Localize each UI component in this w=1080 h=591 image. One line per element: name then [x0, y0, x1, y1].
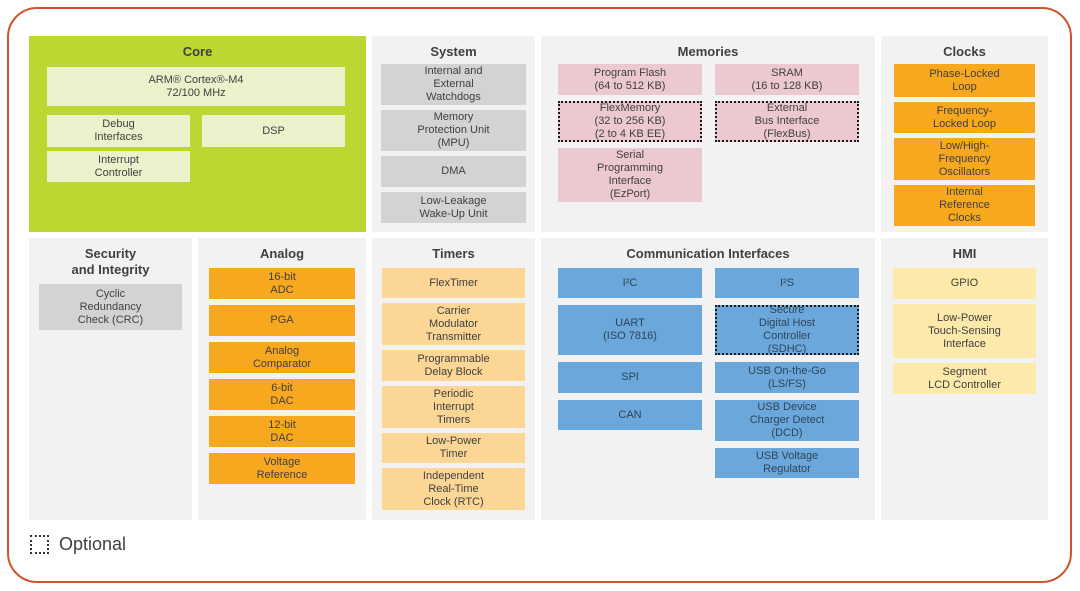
block-gpio: GPIO: [893, 268, 1036, 299]
block-dma: DMA: [381, 156, 526, 187]
section-timers: Timers FlexTimer Carrier Modulator Trans…: [372, 238, 535, 520]
legend-optional: Optional: [30, 534, 126, 555]
block-dsp: DSP: [202, 115, 345, 147]
section-core-title: Core: [182, 44, 213, 59]
block-pit: Periodic Interrupt Timers: [382, 386, 525, 428]
section-clocks-title: Clocks: [943, 44, 986, 59]
section-hmi-title: HMI: [952, 246, 977, 261]
block-debug-interfaces: Debug Interfaces: [47, 115, 190, 147]
section-clocks: Clocks Phase-Locked Loop Frequency- Lock…: [881, 36, 1048, 232]
block-can: CAN: [558, 400, 702, 430]
block-cmt: Carrier Modulator Transmitter: [382, 303, 525, 345]
block-lptmr: Low-Power Timer: [382, 433, 525, 463]
block-ezport: Serial Programming Interface (EzPort): [558, 148, 702, 202]
block-oscillators: Low/High- Frequency Oscillators: [894, 138, 1035, 180]
block-i2s: I²S: [715, 268, 859, 298]
block-llwu: Low-Leakage Wake-Up Unit: [381, 192, 526, 223]
block-arm-cortex-m4: ARM® Cortex®-M4 72/100 MHz: [47, 67, 345, 106]
section-hmi: HMI GPIO Low-Power Touch-Sensing Interfa…: [881, 238, 1048, 520]
block-sram: SRAM (16 to 128 KB): [715, 64, 859, 95]
block-voltage-reference: Voltage Reference: [209, 453, 355, 484]
section-memories: Memories Program Flash (64 to 512 KB) Fl…: [541, 36, 875, 232]
block-usb-otg: USB On-the-Go (LS/FS): [715, 362, 859, 393]
block-watchdogs: Internal and External Watchdogs: [381, 64, 526, 105]
block-mpu: Memory Protection Unit (MPU): [381, 110, 526, 151]
legend-optional-label: Optional: [59, 534, 127, 554]
section-memories-title: Memories: [677, 44, 739, 59]
block-flexmemory: FlexMemory (32 to 256 KB) (2 to 4 KB EE): [558, 101, 702, 142]
section-communication-title: Communication Interfaces: [626, 246, 790, 261]
section-communication-interfaces: Communication Interfaces I²C UART (ISO 7…: [541, 238, 875, 520]
block-flextimer: FlexTimer: [382, 268, 525, 298]
optional-swatch-icon: [30, 535, 49, 554]
section-security: Security and Integrity Cyclic Redundancy…: [29, 238, 192, 520]
block-segment-lcd-controller: Segment LCD Controller: [893, 363, 1036, 394]
block-uart: UART (ISO 7816): [558, 305, 702, 355]
block-16bit-adc: 16-bit ADC: [209, 268, 355, 299]
block-spi: SPI: [558, 362, 702, 393]
block-usb-voltage-regulator: USB Voltage Regulator: [715, 448, 859, 478]
block-crc: Cyclic Redundancy Check (CRC): [39, 284, 182, 330]
block-analog-comparator: Analog Comparator: [209, 342, 355, 373]
block-internal-reference-clocks: Internal Reference Clocks: [894, 185, 1035, 226]
block-pll: Phase-Locked Loop: [894, 64, 1035, 97]
block-touch-sensing-interface: Low-Power Touch-Sensing Interface: [893, 304, 1036, 358]
block-pdb: Programmable Delay Block: [382, 350, 525, 381]
diagram-border: [7, 7, 1072, 583]
section-system: System Internal and External Watchdogs M…: [372, 36, 535, 232]
section-core: Core ARM® Cortex®-M4 72/100 MHz Debug In…: [29, 36, 366, 232]
section-timers-title: Timers: [432, 246, 475, 261]
block-interrupt-controller: Interrupt Controller: [47, 151, 190, 182]
block-6bit-dac: 6-bit DAC: [209, 379, 355, 410]
block-sdhc: Secure Digital Host Controller (SDHC): [715, 304, 859, 355]
block-usb-dcd: USB Device Charger Detect (DCD): [715, 400, 859, 441]
block-i2c: I²C: [558, 268, 702, 298]
block-external-bus-interface: External Bus Interface (FlexBus): [715, 101, 859, 142]
block-fll: Frequency- Locked Loop: [894, 102, 1035, 133]
block-program-flash: Program Flash (64 to 512 KB): [558, 64, 702, 95]
block-pga: PGA: [209, 305, 355, 336]
section-security-title: Security and Integrity: [71, 246, 150, 277]
section-analog: Analog 16-bit ADC PGA Analog Comparator …: [198, 238, 366, 520]
block-rtc: Independent Real-Time Clock (RTC): [382, 468, 525, 510]
block-12bit-dac: 12-bit DAC: [209, 416, 355, 447]
section-analog-title: Analog: [259, 246, 305, 261]
section-system-title: System: [430, 44, 477, 59]
